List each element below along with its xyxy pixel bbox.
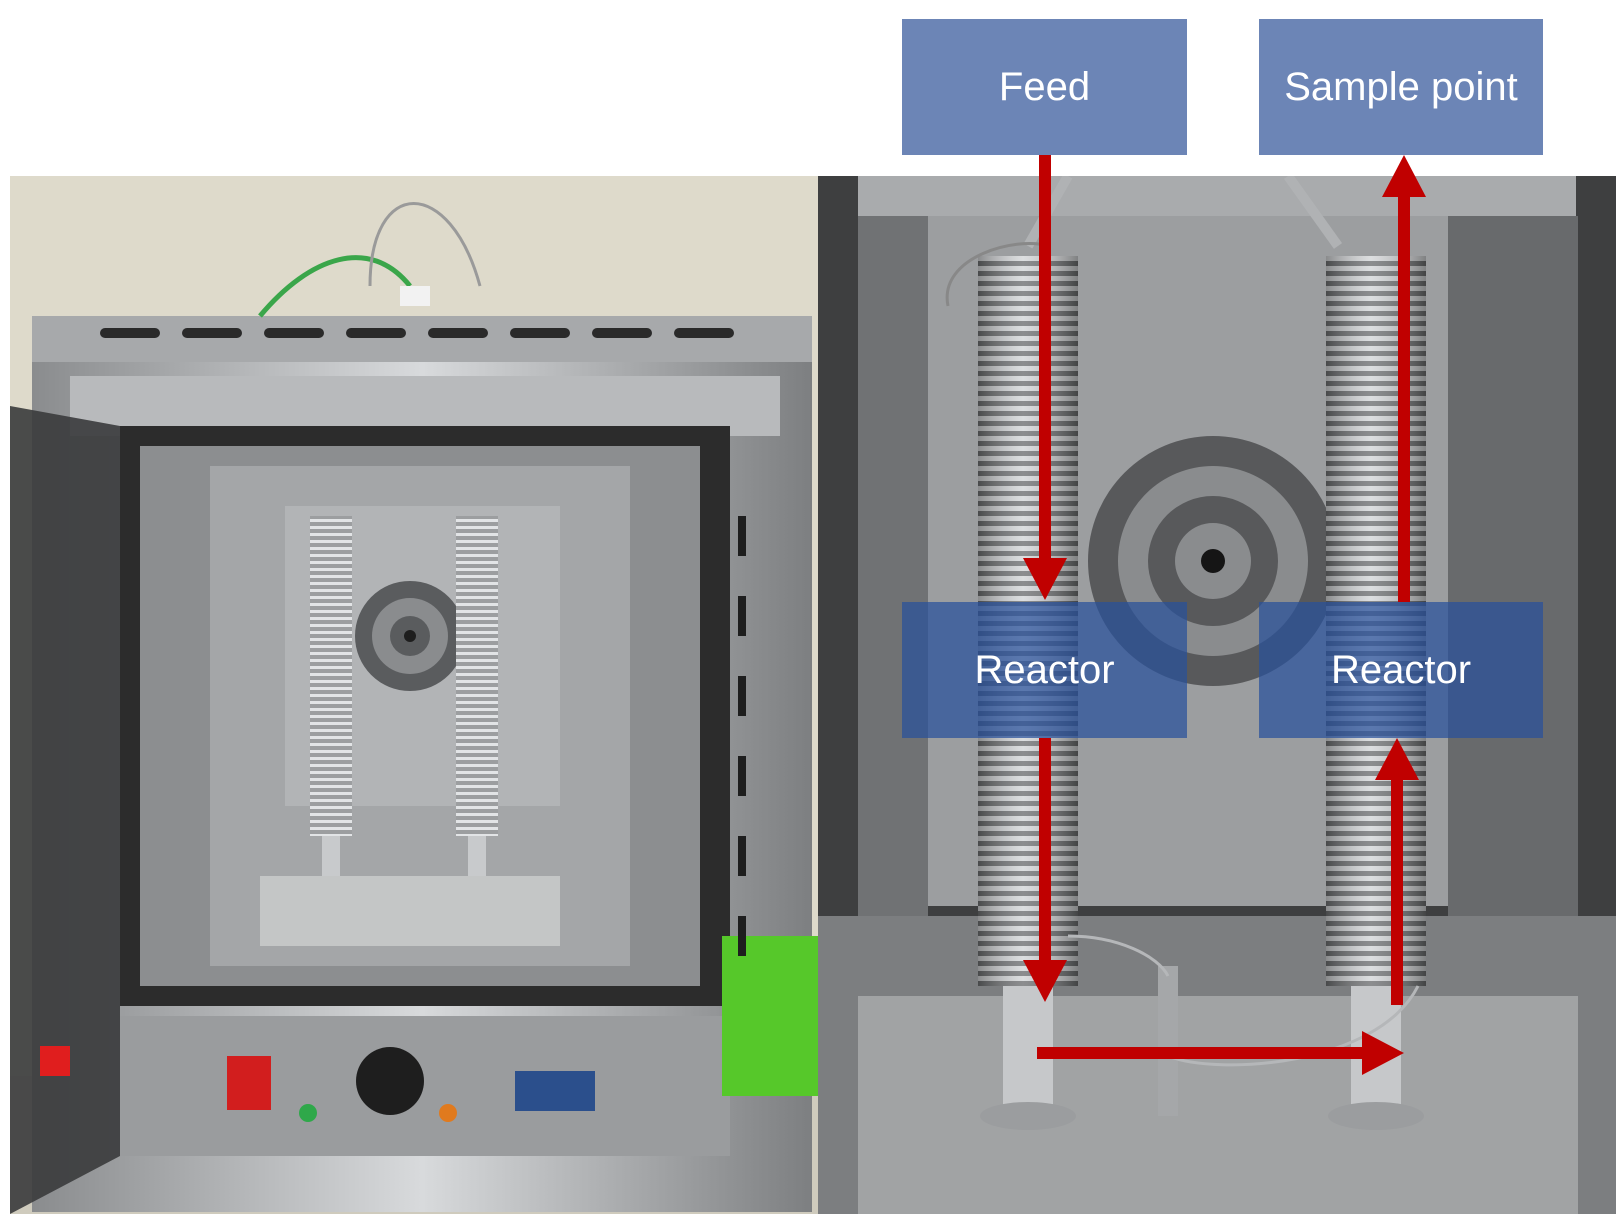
reactor-2-label-box: Reactor [1259,602,1543,738]
reactor-2-label: Reactor [1330,647,1472,692]
feed-label: Feed [998,64,1091,109]
reactor-1-label: Reactor [974,647,1115,692]
oven-photo [10,176,818,1214]
feed-label-box: Feed [902,19,1187,155]
vent-slots [100,328,734,338]
oven-illustration [10,176,818,1214]
reactor-1-label-box: Reactor [902,602,1187,738]
sample-point-label-box: Sample point [1259,19,1543,155]
sample-point-label: Sample point [1284,64,1518,109]
